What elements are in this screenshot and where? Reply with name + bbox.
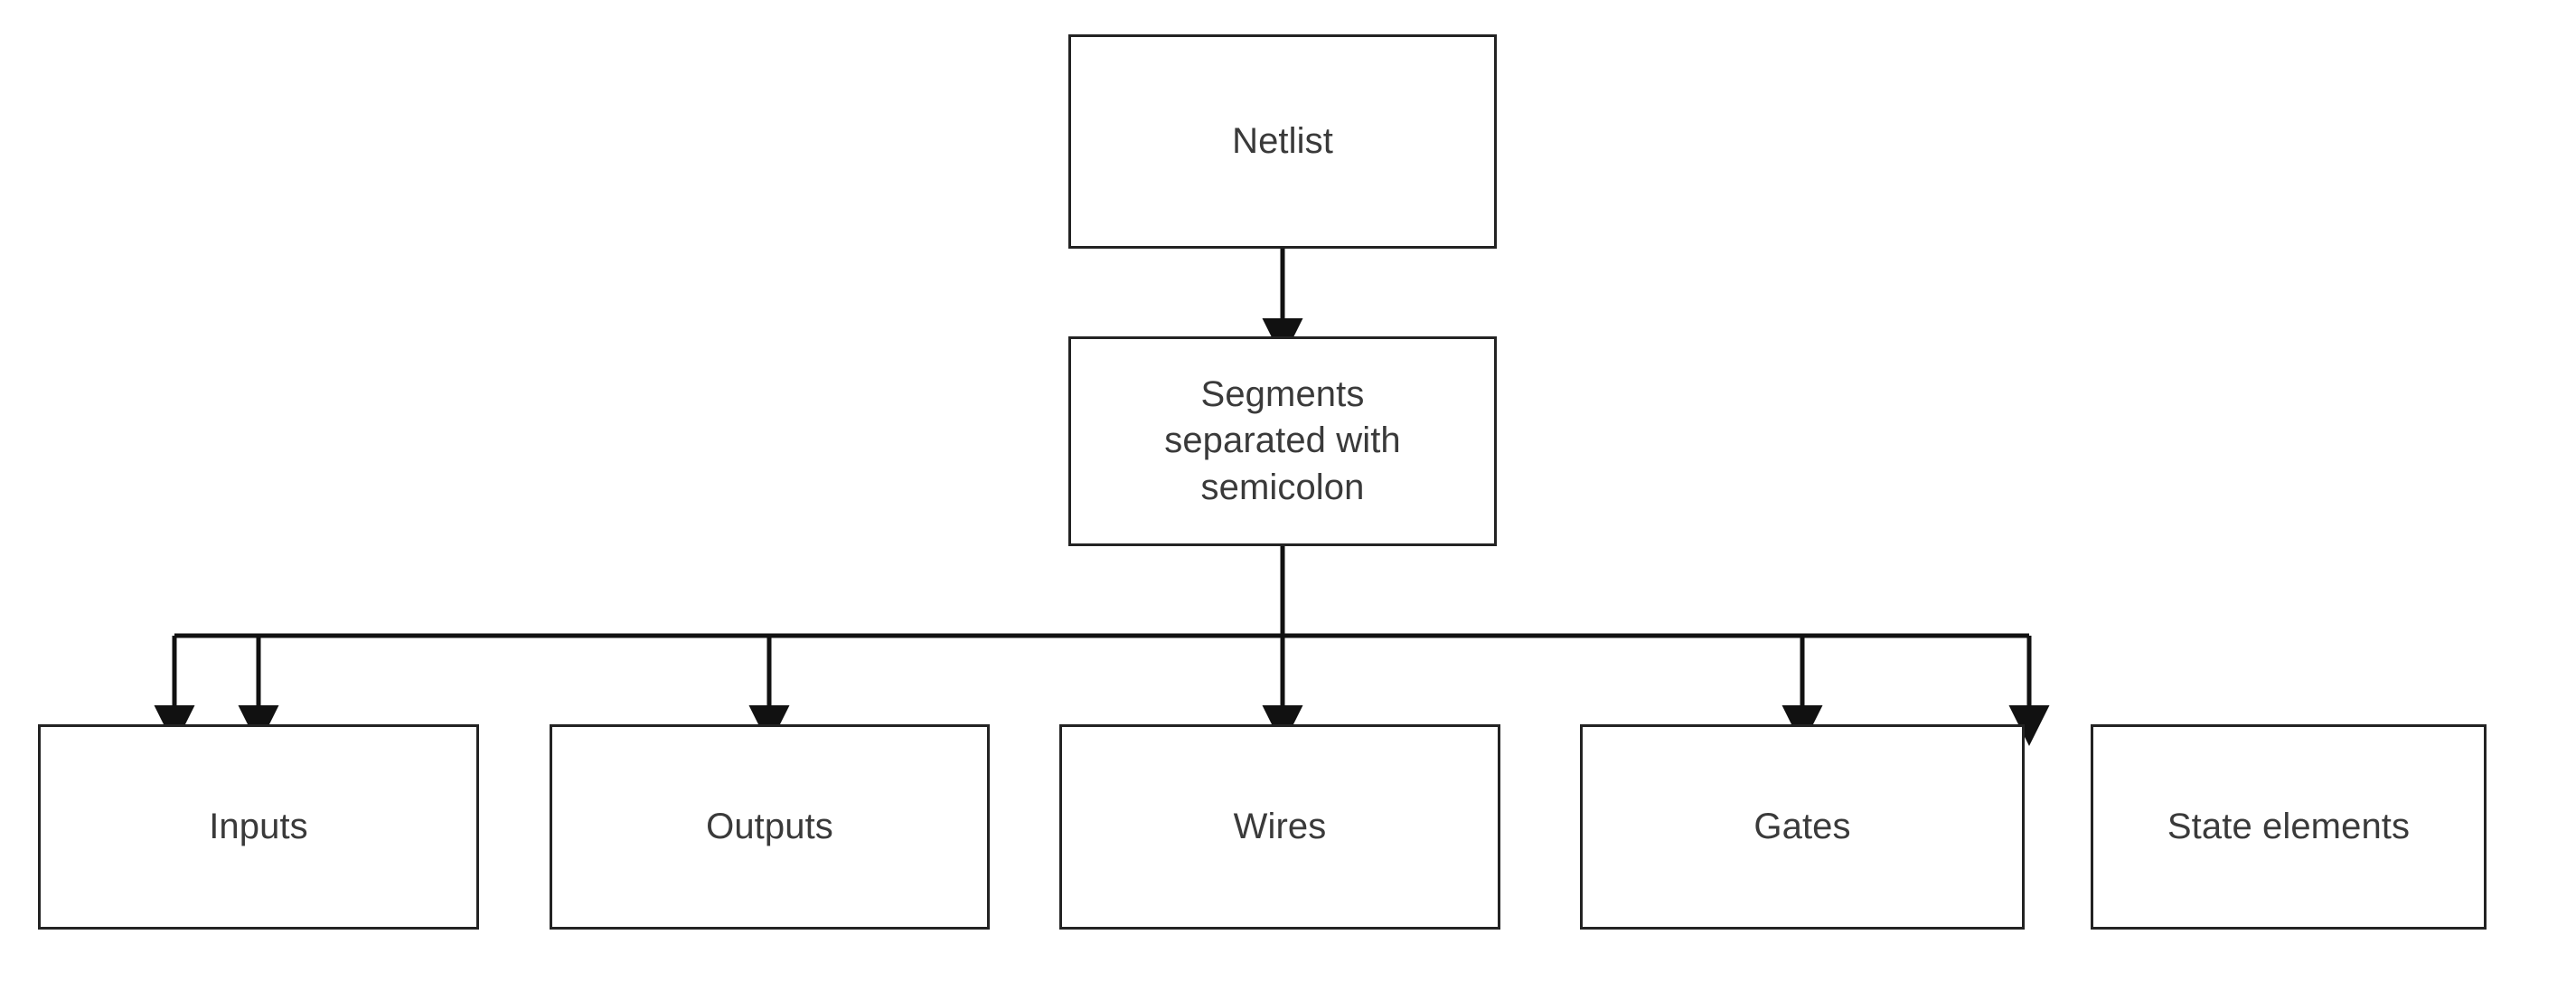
node-segments-label: Segments separated with semicolon (1164, 374, 1401, 507)
node-state-elements-label: State elements (2167, 806, 2411, 846)
node-gates[interactable]: Gates (1580, 724, 2025, 930)
node-segments[interactable]: Segments separated with semicolon (1068, 336, 1497, 546)
node-netlist-label: Netlist (1232, 120, 1333, 161)
node-outputs-label: Outputs (706, 806, 833, 846)
node-wires-label: Wires (1233, 806, 1327, 846)
node-inputs[interactable]: Inputs (38, 724, 479, 930)
node-inputs-label: Inputs (209, 806, 308, 846)
node-gates-label: Gates (1753, 806, 1851, 846)
edge-segments-to-inputs (174, 633, 279, 746)
node-outputs[interactable]: Outputs (550, 724, 990, 930)
node-state-elements[interactable]: State elements (2091, 724, 2487, 930)
node-netlist[interactable]: Netlist (1068, 34, 1497, 249)
node-wires[interactable]: Wires (1059, 724, 1500, 930)
